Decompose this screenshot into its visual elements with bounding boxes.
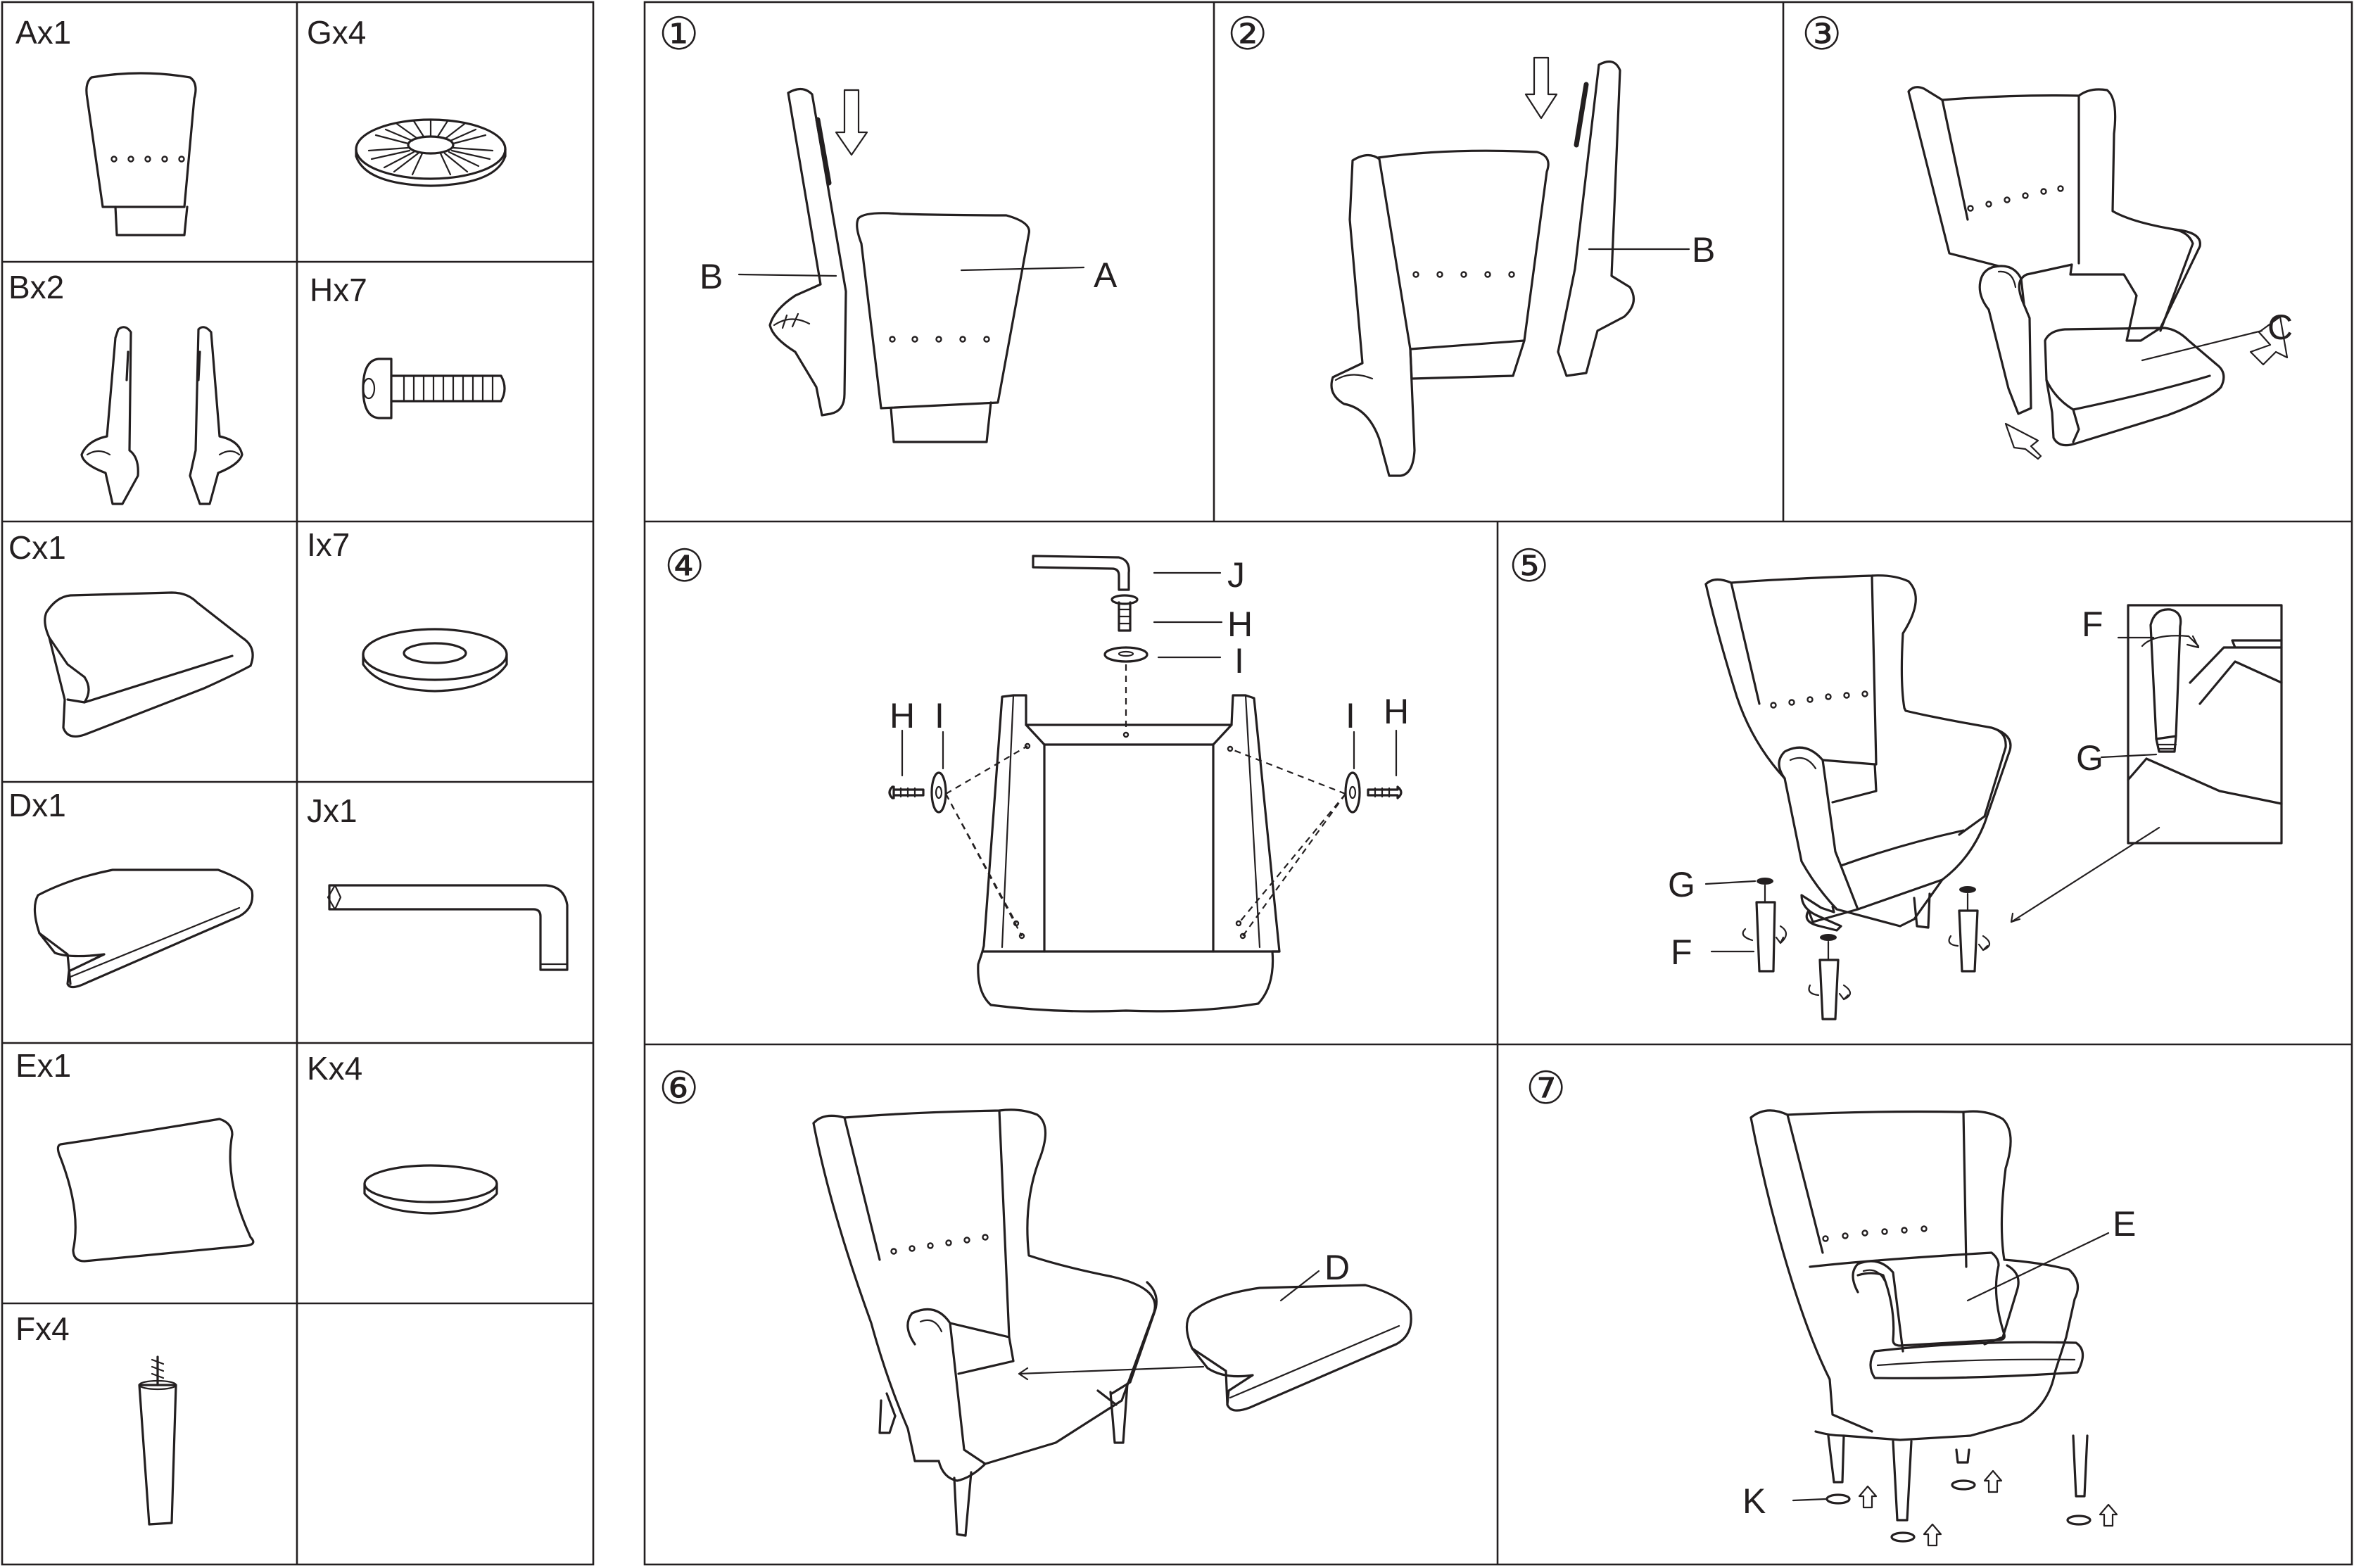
part-washer-illustration (362, 628, 508, 693)
part-leg-illustration (138, 1355, 177, 1526)
callout-j-step4: J (1227, 555, 1245, 595)
callout-h-step4: H (1227, 605, 1253, 644)
part-label-c: Cx1 (8, 529, 66, 566)
callout-h-left-step4: H (890, 696, 915, 735)
callout-g-step5: G (1668, 865, 1695, 904)
part-armrest-sides-illustration (80, 326, 243, 505)
parts-table-grid (1, 1, 595, 1566)
callout-a-step1: A (1094, 255, 1118, 295)
callout-f-detail-step5: F (2082, 605, 2103, 644)
part-bolt-illustration (362, 358, 506, 419)
part-label-h: Hx7 (310, 272, 367, 308)
part-seat-cushion-illustration (44, 591, 254, 738)
part-label-j: Jx1 (307, 792, 357, 829)
part-label-e: Ex1 (15, 1047, 71, 1084)
step-number-6: ⑥ (659, 1063, 699, 1113)
part-pillow-illustration (56, 1118, 255, 1263)
part-label-k: Kx4 (307, 1050, 362, 1087)
step-2-illustration (1330, 56, 1690, 477)
part-hex-key-illustration (327, 884, 569, 971)
part-label-f: Fx4 (15, 1310, 70, 1347)
callout-g-detail-step5: G (2076, 738, 2103, 778)
part-label-b: Bx2 (8, 269, 64, 305)
part-floor-protector-illustration (363, 1164, 498, 1215)
callout-h-right-step4: H (1384, 692, 1409, 731)
callout-c-step3: C (2267, 308, 2293, 347)
steps-grid (643, 1, 2353, 1566)
callout-e-step7: E (2113, 1204, 2136, 1244)
step-number-4: ④ (664, 540, 704, 591)
step-4-illustration (888, 555, 1403, 1013)
callout-b-step1: B (700, 257, 723, 296)
step-number-5: ⑤ (1509, 540, 1549, 591)
callout-k-step7: K (1742, 1481, 1766, 1521)
part-label-i: Ix7 (307, 526, 350, 563)
part-label-d: Dx1 (8, 787, 66, 823)
callout-d-step6: D (1324, 1248, 1350, 1287)
part-label-a: Ax1 (15, 14, 71, 51)
part-front-cushion-illustration (33, 868, 254, 989)
part-backrest-illustration (85, 72, 197, 236)
step-number-1: ① (659, 8, 699, 59)
step-number-3: ③ (1802, 8, 1842, 59)
part-glide-disc-illustration (355, 118, 507, 187)
step-3-illustration (1907, 86, 2289, 460)
step-number-2: ② (1227, 8, 1267, 59)
part-label-g: Gx4 (307, 14, 366, 51)
callout-b-step2: B (1692, 230, 1715, 270)
step-7-illustration (1749, 1109, 2118, 1547)
callout-i-left-step4: I (935, 696, 944, 735)
step-6-illustration (812, 1108, 1412, 1537)
step-5-illustration (1704, 574, 2283, 1020)
callout-i-step4: I (1234, 641, 1244, 681)
step-1-illustration (738, 87, 1085, 443)
step-number-7: ⑦ (1526, 1063, 1566, 1113)
callout-i-right-step4: I (1346, 696, 1355, 735)
callout-f-step5: F (1671, 932, 1692, 972)
